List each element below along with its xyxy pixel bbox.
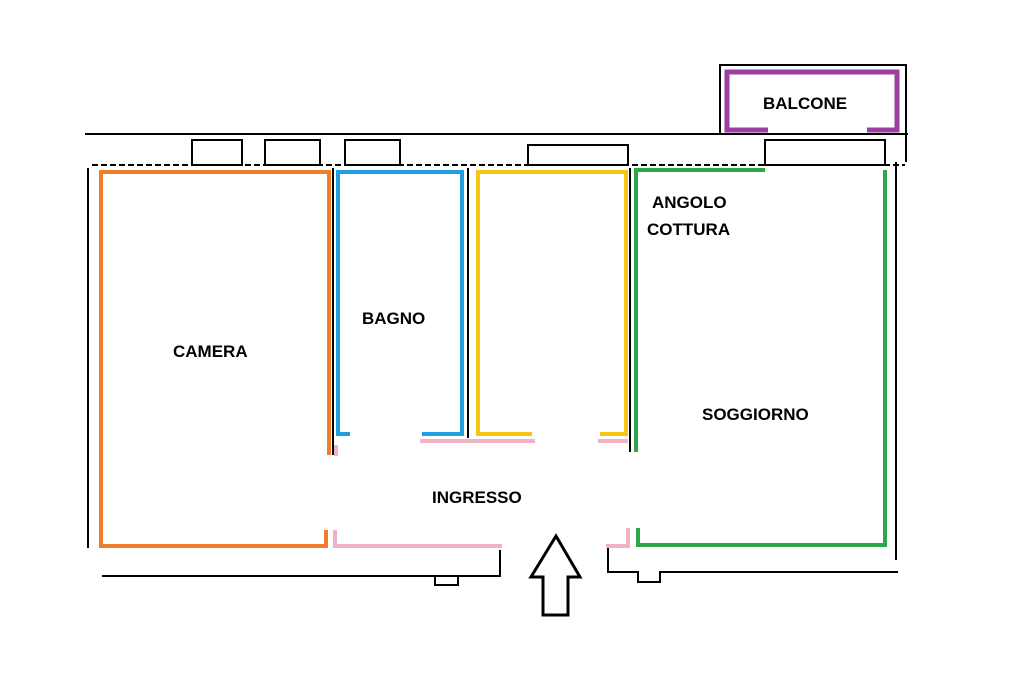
camera-label: CAMERA [173, 342, 248, 361]
angolo-cottura-label-line1: ANGOLO [652, 193, 727, 212]
bagno-label: BAGNO [362, 309, 425, 328]
camera-outline [99, 170, 331, 548]
unlabeled-room-outline [476, 170, 628, 436]
balcone-outline [724, 69, 900, 133]
ingresso-outline [333, 439, 630, 548]
walls [85, 64, 908, 586]
soggiorno-outline [634, 168, 765, 452]
bagno-outline [336, 170, 464, 436]
balcone-label: BALCONE [763, 94, 847, 113]
ingresso-label: INGRESSO [432, 488, 522, 507]
soggiorno-outline-right [636, 170, 887, 547]
angolo-cottura-label-line2: COTTURA [647, 220, 730, 239]
up-arrow-icon [528, 533, 583, 617]
soggiorno-label: SOGGIORNO [702, 405, 809, 424]
